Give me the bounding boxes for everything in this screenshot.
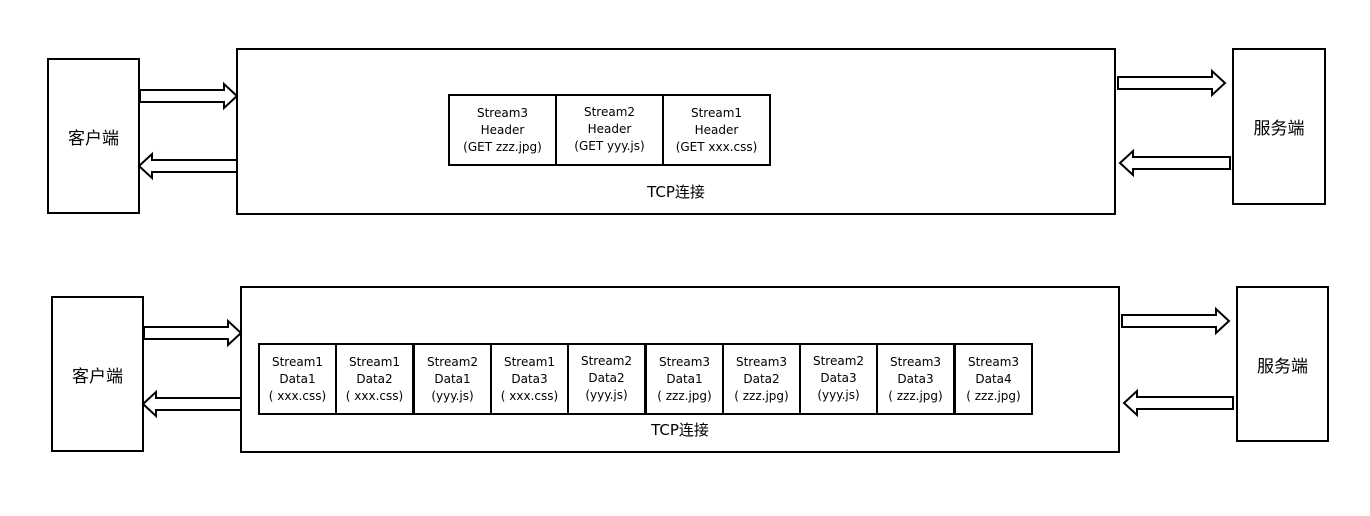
frame-stream: Stream1 [503,354,556,369]
frame-type: Data3 [820,371,857,385]
frame-type: Data2 [588,371,625,385]
top-client-label: 客户端 [68,128,119,149]
frame-type: Data2 [743,371,780,386]
frame-stream: Stream3 [476,105,529,120]
frame-type: Data1 [434,371,471,386]
top-connection-to-client-arrow [137,151,238,181]
bottom-server-to-connection-arrow [1122,388,1234,418]
bottom-client-box [51,296,144,452]
bottom-connection-to-server-arrow [1121,306,1231,336]
frame-type: Data1 [279,371,316,386]
frame-resource: ( zzz.jpg) [734,388,789,403]
frame-type: Data2 [356,371,393,386]
frame-stream: Stream3 [967,354,1020,369]
frame-stream: Stream1 [271,354,324,369]
frame-resource: (yyy.js) [817,388,860,402]
frame-stream: Stream1 [690,105,743,120]
top-client-box [47,58,140,214]
frame-stream: Stream2 [426,354,479,369]
top-connection-label: TCP连接 [647,183,705,201]
top-server-box [1232,48,1326,205]
frame-resource: (GET zzz.jpg) [463,139,542,154]
bottom-client-label: 客户端 [72,366,123,387]
top-server-to-connection-arrow [1118,148,1231,178]
frame-resource: ( zzz.jpg) [657,388,712,403]
frame-resource: (GET xxx.css) [675,139,758,154]
frame-type: Data3 [511,371,548,386]
frame-stream: Stream3 [889,354,942,369]
frame-resource: ( xxx.css) [268,388,327,403]
frame-type: Data3 [897,371,934,386]
frame-stream: Stream3 [658,354,711,369]
frame-stream: Stream3 [735,354,788,369]
frame-resource: ( xxx.css) [345,388,404,403]
frame-resource: (GET yyy.js) [574,139,645,153]
bottom-server-label: 服务端 [1257,356,1308,377]
frame-resource: ( zzz.jpg) [966,388,1021,403]
top-frame-2: Stream2 Header (GET yyy.js) [555,94,664,166]
top-frame-3: Stream1 Header (GET xxx.css) [662,94,771,166]
frame-resource: (yyy.js) [431,388,474,403]
frame-resource: ( zzz.jpg) [888,388,943,403]
frame-stream: Stream2 [580,354,633,368]
frame-type: Header [587,122,632,136]
frame-stream: Stream1 [348,354,401,369]
top-server-label: 服务端 [1253,119,1305,139]
bottom-connection-to-client-arrow [141,389,242,419]
top-client-to-connection-arrow [139,81,239,111]
bottom-client-to-connection-arrow [143,318,243,348]
frame-type: Data1 [666,371,703,386]
frame-stream: Stream2 [583,105,636,119]
frame-resource: ( xxx.css) [500,388,559,403]
top-frame-1: Stream3 Header (GET zzz.jpg) [448,94,557,166]
bottom-connection-label: TCP连接 [651,421,709,439]
frame-type: Header [480,122,525,137]
frame-type: Data4 [975,371,1012,386]
frame-stream: Stream2 [812,354,865,368]
top-connection-to-server-arrow [1117,68,1227,98]
frame-type: Header [694,122,739,137]
bottom-server-box [1236,286,1329,442]
frame-resource: (yyy.js) [585,388,628,402]
